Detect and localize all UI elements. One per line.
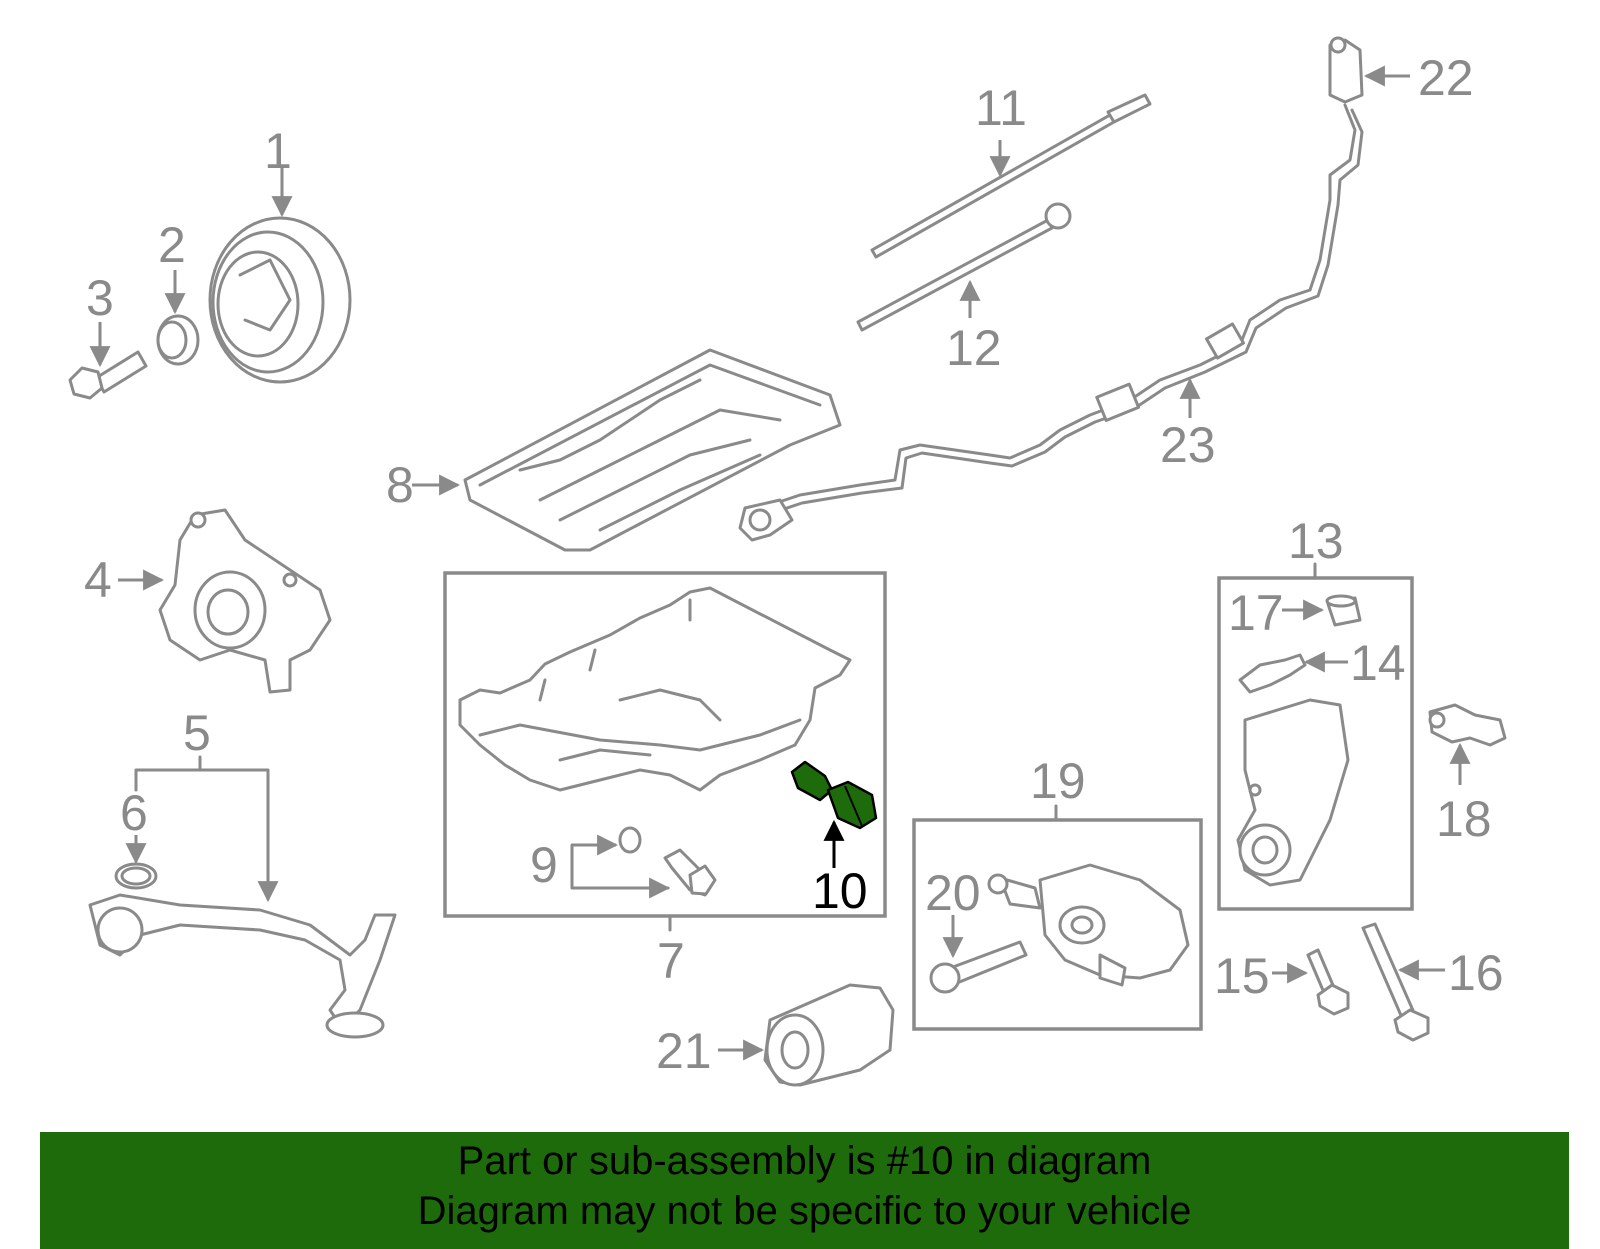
info-banner: Part or sub-assembly is #10 in diagram D… — [40, 1132, 1569, 1249]
label-10: 10 — [812, 863, 868, 919]
part-9-drain-plug — [570, 826, 717, 899]
label-23: 23 — [1160, 417, 1216, 473]
label-3: 3 — [86, 270, 114, 326]
label-13: 13 — [1288, 513, 1344, 569]
label-22: 22 — [1418, 50, 1474, 106]
label-17: 17 — [1228, 585, 1284, 641]
label-8: 8 — [386, 457, 414, 513]
label-18: 18 — [1436, 791, 1492, 847]
part-10-oil-pressure-sensor — [790, 760, 878, 868]
part-21-oil-filter — [718, 983, 895, 1087]
label-16: 16 — [1448, 945, 1504, 1001]
label-12: 12 — [946, 320, 1002, 376]
label-6: 6 — [120, 785, 148, 841]
label-11: 11 — [975, 80, 1027, 136]
part-1-crankshaft-pulley — [208, 168, 352, 384]
part-11-dipstick — [870, 93, 1152, 259]
group-7-box — [443, 571, 887, 918]
label-19: 19 — [1030, 753, 1086, 809]
banner-line-2: Diagram may not be specific to your vehi… — [417, 1189, 1192, 1233]
part-16-bolt — [1361, 922, 1445, 1042]
part-17-cap — [1282, 594, 1362, 627]
label-15: 15 — [1214, 948, 1270, 1004]
label-4: 4 — [84, 552, 112, 608]
part-13-oil-filter-housing — [1236, 698, 1350, 887]
part-3-bolt — [68, 322, 148, 400]
label-2: 2 — [158, 217, 186, 273]
part-14-gasket — [1238, 651, 1348, 694]
label-21: 21 — [656, 1023, 712, 1079]
part-18-sensor — [1428, 703, 1507, 785]
part-7-lower-oil-pan — [458, 586, 852, 792]
part-15-bolt — [1272, 948, 1350, 1016]
part-22-sensor — [1328, 36, 1410, 104]
part-12-dipstick-tube — [856, 202, 1072, 332]
part-6-o-ring — [114, 835, 158, 890]
part-2-washer — [156, 270, 200, 366]
label-20: 20 — [925, 865, 981, 921]
part-23-wiring-harness — [738, 103, 1364, 542]
label-9: 9 — [530, 837, 558, 893]
part-8-oil-pan-baffle — [412, 348, 842, 552]
label-14: 14 — [1350, 635, 1406, 691]
banner-line-1: Part or sub-assembly is #10 in diagram — [457, 1139, 1152, 1183]
part-20-bolt — [929, 915, 1028, 994]
part-4-oil-pump — [118, 508, 332, 694]
part-19-oil-cooler — [987, 863, 1190, 987]
label-5: 5 — [183, 705, 211, 761]
label-1: 1 — [264, 123, 292, 179]
label-7: 7 — [657, 933, 685, 989]
part-5-oil-pickup-tube — [88, 755, 397, 1039]
